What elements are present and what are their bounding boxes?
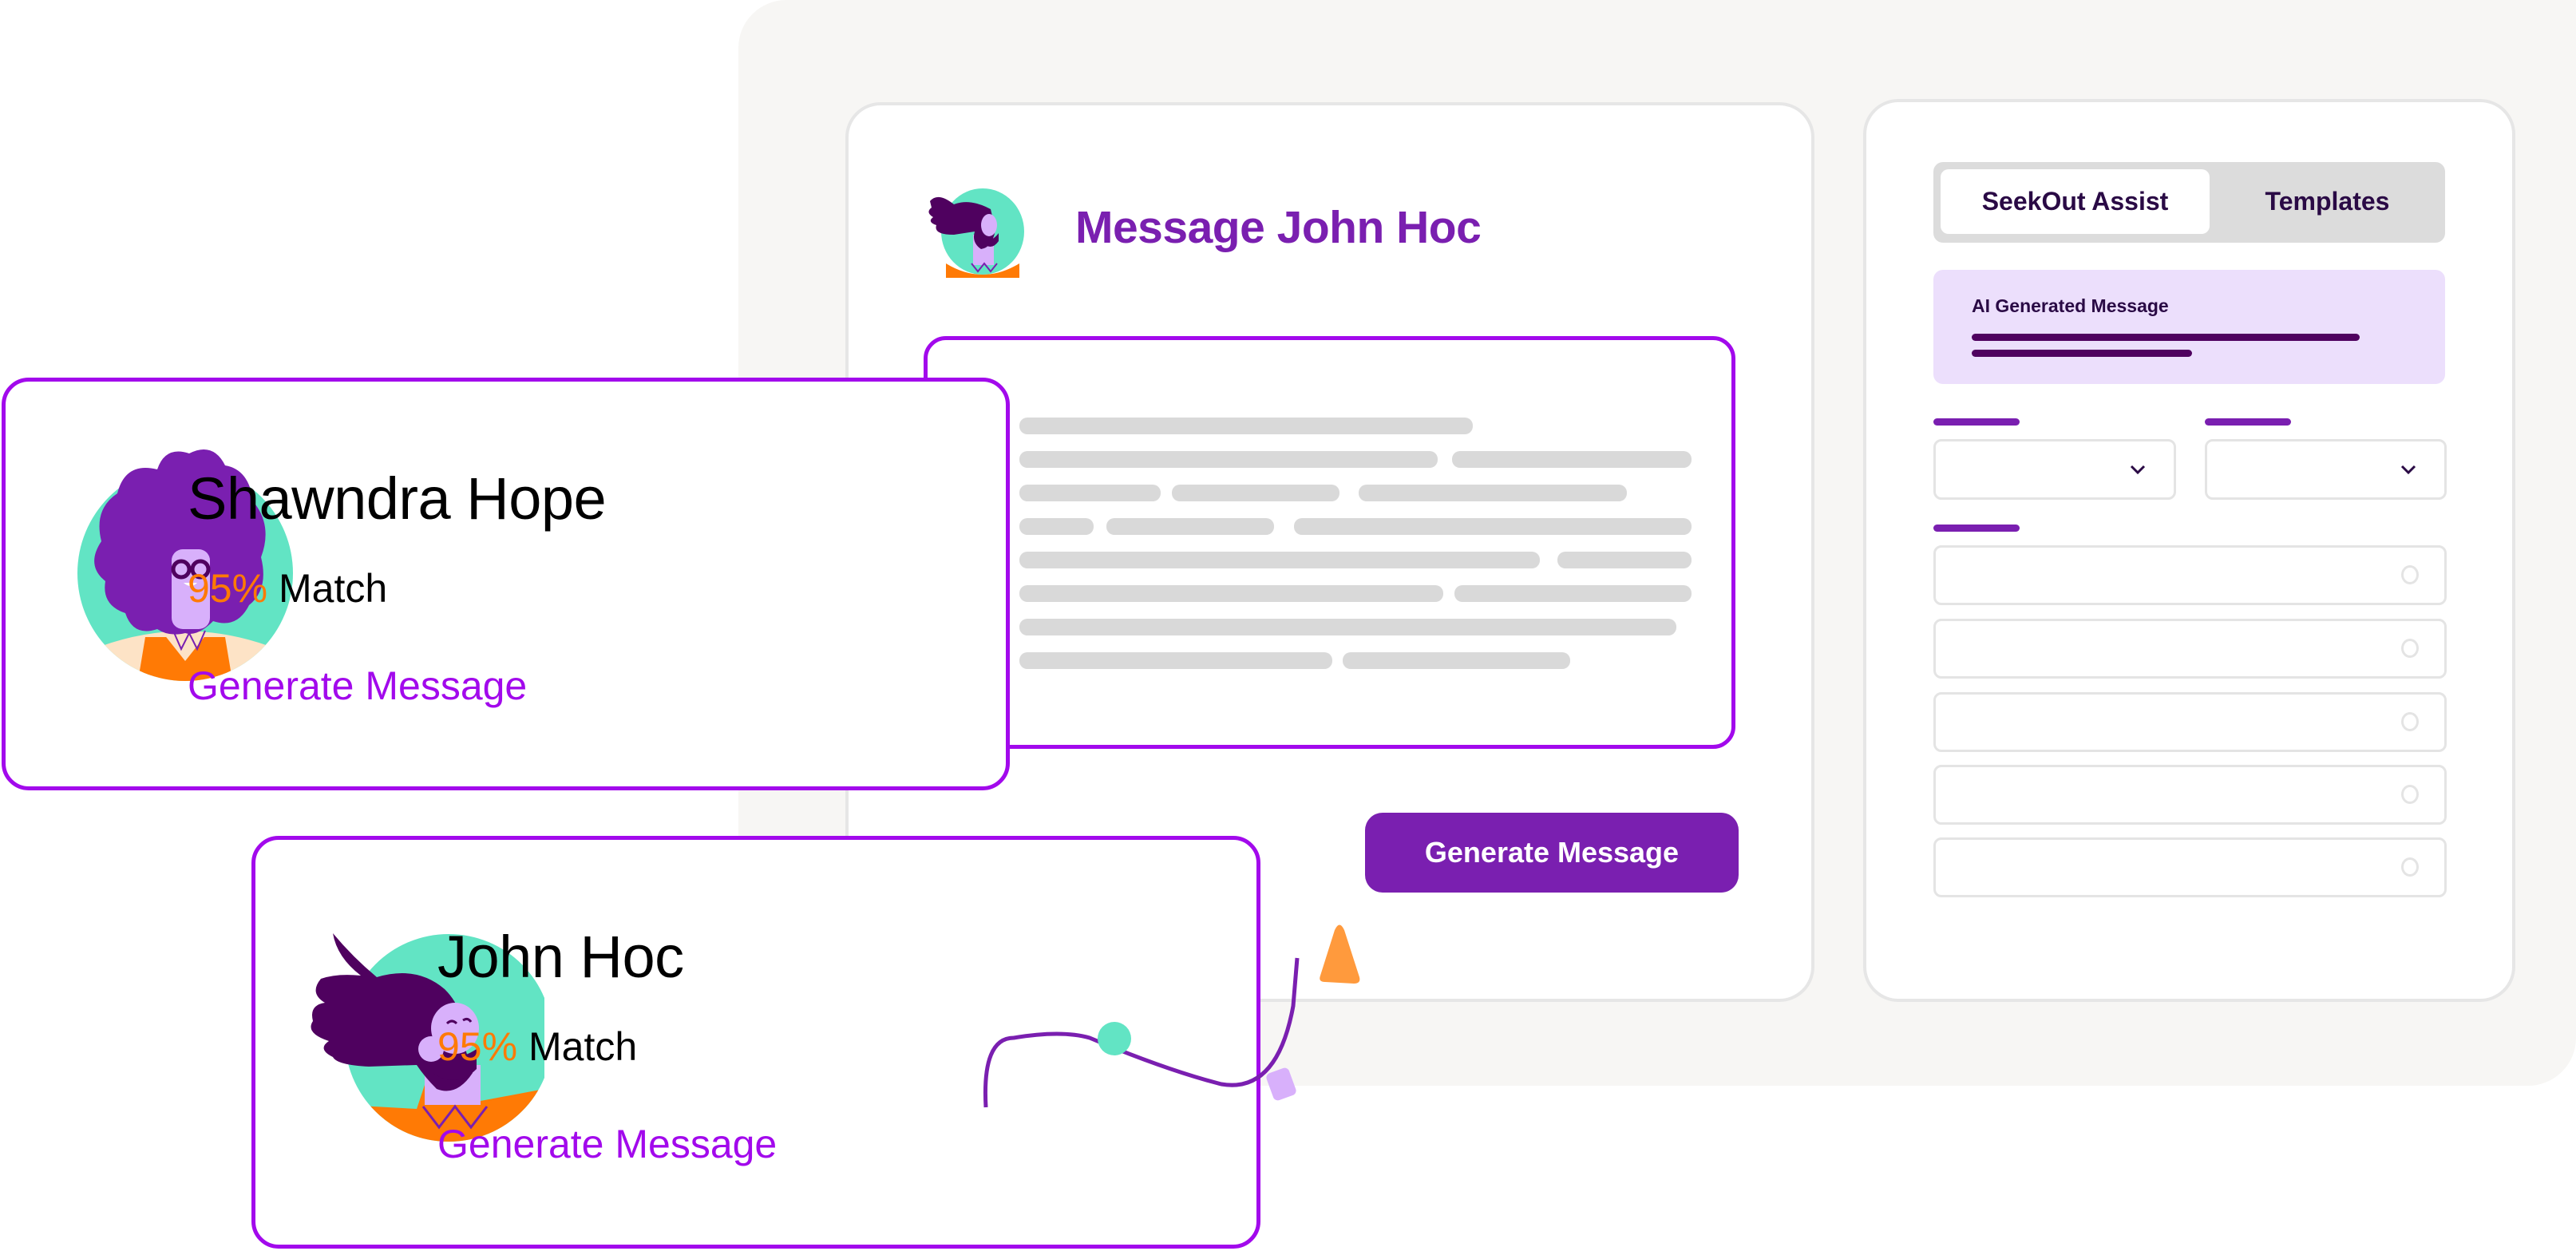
dropdown-select-1[interactable] xyxy=(1933,439,2176,500)
teal-dot-icon xyxy=(1098,1022,1131,1055)
skeleton-line xyxy=(1454,585,1692,602)
skeleton-line xyxy=(1452,451,1692,468)
skeleton-line xyxy=(1019,518,1094,535)
orange-triangle-icon xyxy=(1320,924,1360,984)
message-body-editor[interactable] xyxy=(924,336,1735,749)
message-title: Message John Hoc xyxy=(1075,202,1482,253)
assist-tab-switcher: SeekOut Assist Templates xyxy=(1933,162,2445,243)
candidate-card-shawndra-hope[interactable]: Shawndra Hope 95% Match Generate Message xyxy=(2,378,1010,790)
chevron-down-icon xyxy=(2400,465,2416,475)
dropdown-select-2[interactable] xyxy=(2205,439,2447,500)
option-row[interactable] xyxy=(1933,692,2447,752)
skeleton-line xyxy=(1294,518,1692,535)
candidate-match: 95% Match xyxy=(188,565,387,612)
tab-seekout-assist[interactable]: SeekOut Assist xyxy=(1941,169,2210,234)
ai-text-placeholder-line xyxy=(1972,350,2192,357)
skeleton-line xyxy=(1106,518,1274,535)
option-row[interactable] xyxy=(1933,619,2447,679)
skeleton-line xyxy=(1172,485,1339,501)
generate-message-button[interactable]: Generate Message xyxy=(1365,813,1739,893)
candidate-name: John Hoc xyxy=(437,924,684,990)
ai-generated-message-box[interactable]: AI Generated Message xyxy=(1933,270,2445,384)
lavender-square-icon xyxy=(1266,1067,1296,1101)
generate-message-link[interactable]: Generate Message xyxy=(437,1122,778,1166)
shawndra-hope-avatar-icon xyxy=(69,445,301,685)
match-label: Match xyxy=(528,1024,638,1069)
skeleton-line xyxy=(1019,652,1332,669)
field-label-placeholder xyxy=(2205,418,2291,426)
ai-box-title: AI Generated Message xyxy=(1972,295,2169,316)
radio-icon[interactable] xyxy=(2401,785,2419,804)
skeleton-line xyxy=(1343,652,1570,669)
field-label-placeholder xyxy=(1933,418,2020,426)
john-hoc-avatar-icon xyxy=(922,185,1031,278)
match-label: Match xyxy=(278,566,388,611)
chevron-down-icon xyxy=(2130,465,2146,475)
generate-message-link[interactable]: Generate Message xyxy=(188,663,528,708)
radio-icon[interactable] xyxy=(2401,565,2419,584)
radio-icon[interactable] xyxy=(2401,712,2419,731)
tab-templates[interactable]: Templates xyxy=(2265,187,2390,216)
skeleton-line xyxy=(1019,552,1540,568)
field-label-placeholder xyxy=(1933,525,2020,532)
skeleton-line xyxy=(1359,485,1627,501)
option-row[interactable] xyxy=(1933,837,2447,897)
radio-icon[interactable] xyxy=(2401,639,2419,658)
skeleton-line xyxy=(1019,418,1473,434)
skeleton-line xyxy=(1019,619,1676,635)
ai-text-placeholder-line xyxy=(1972,334,2360,341)
skeleton-line xyxy=(1557,552,1692,568)
candidate-card-john-hoc[interactable]: John Hoc 95% Match Generate Message xyxy=(251,836,1260,1249)
candidate-match: 95% Match xyxy=(437,1023,637,1070)
candidate-name: Shawndra Hope xyxy=(188,465,607,532)
skeleton-line xyxy=(1019,451,1438,468)
skeleton-line xyxy=(1019,585,1443,602)
option-row[interactable] xyxy=(1933,545,2447,605)
option-row[interactable] xyxy=(1933,765,2447,825)
skeleton-line xyxy=(1019,485,1161,501)
john-hoc-avatar-icon xyxy=(305,929,544,1146)
flow-connector-icon xyxy=(983,924,1360,1108)
radio-icon[interactable] xyxy=(2401,857,2419,877)
match-percent: 95% xyxy=(437,1024,518,1069)
match-percent: 95% xyxy=(188,566,268,611)
